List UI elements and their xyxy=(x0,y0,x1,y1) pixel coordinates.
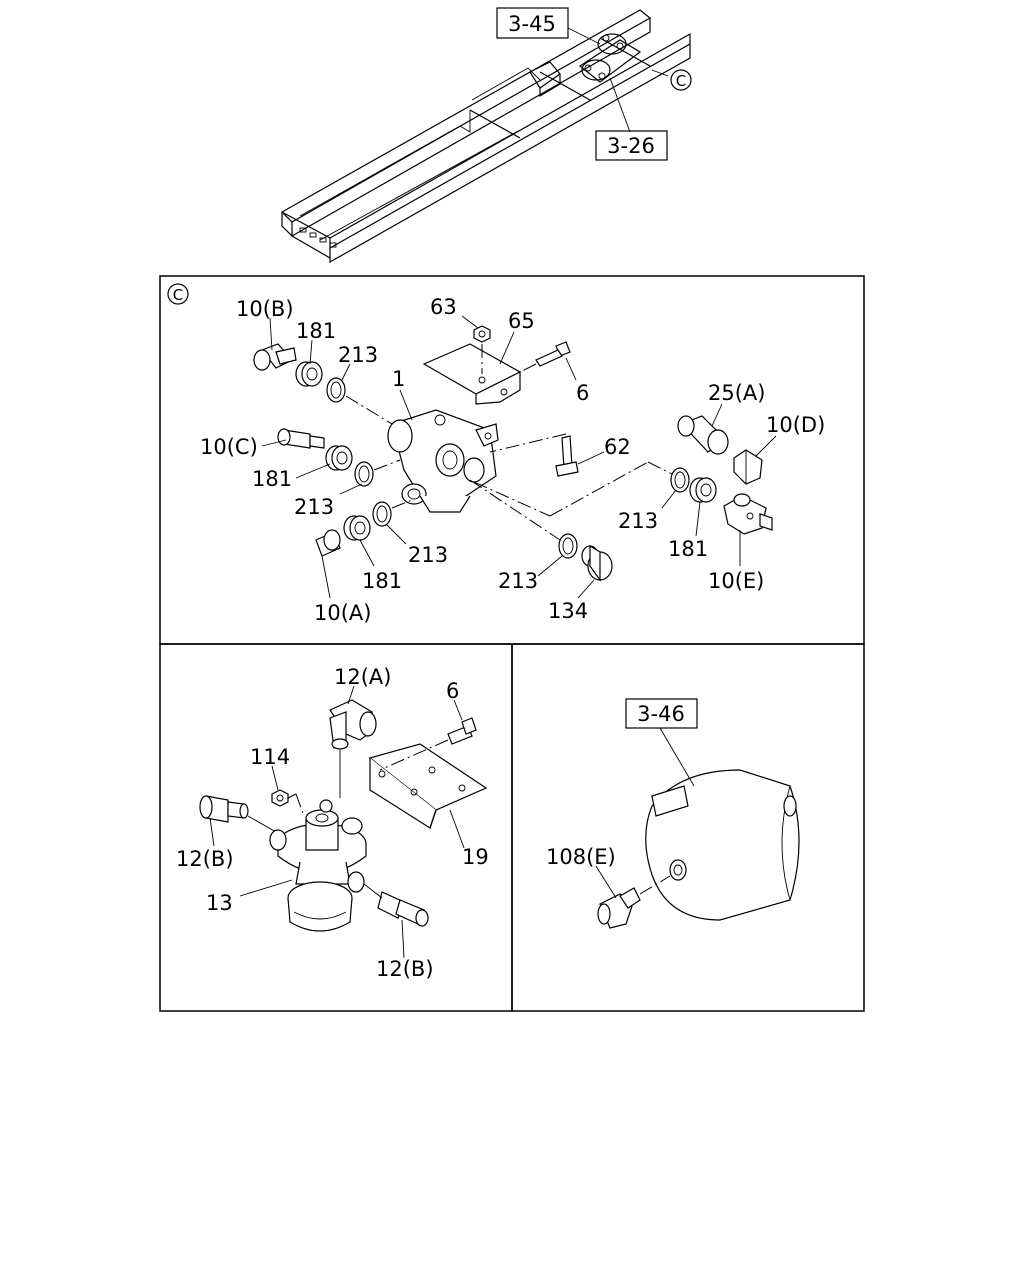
nut-114 xyxy=(271,789,305,817)
panel-c-leaders xyxy=(261,315,777,599)
gasket-213-mid xyxy=(354,459,401,487)
pressure-switch-25a xyxy=(677,415,729,455)
label-181-top: 181 xyxy=(296,319,336,343)
nut-63 xyxy=(473,325,491,374)
label-1: 1 xyxy=(392,367,405,391)
label-6-lower: 6 xyxy=(446,679,459,703)
ref-3-46-text: 3-46 xyxy=(637,702,685,726)
gasket-213-top xyxy=(326,377,393,425)
label-25a: 25(A) xyxy=(708,381,765,405)
label-10e: 10(E) xyxy=(708,569,764,593)
fitting-12b-bottom xyxy=(363,883,429,927)
elbow-108e xyxy=(597,875,671,929)
washer-181-right xyxy=(689,477,717,503)
panel-c-marker: C xyxy=(167,283,189,305)
washer-181-top xyxy=(295,361,323,387)
label-12b-top: 12(B) xyxy=(176,847,234,871)
label-213-bottom: 213 xyxy=(498,569,538,593)
fitting-10c xyxy=(277,428,325,449)
panel-right-leaders xyxy=(595,727,695,899)
label-19: 19 xyxy=(462,845,489,869)
label-10c: 10(C) xyxy=(200,435,258,459)
tee-fitting-10e xyxy=(723,493,773,535)
label-181-right: 181 xyxy=(668,537,708,561)
label-134: 134 xyxy=(548,599,588,623)
label-181-low: 181 xyxy=(362,569,402,593)
label-12a: 12(A) xyxy=(334,665,391,689)
view-marker-text: C xyxy=(676,72,686,90)
fitting-10b xyxy=(253,343,297,371)
gasket-213-right xyxy=(670,467,690,493)
label-114: 114 xyxy=(250,745,290,769)
fitting-10d xyxy=(733,449,763,485)
air-tank xyxy=(645,769,800,921)
elbow-12a xyxy=(329,699,377,798)
gasket-213-bottom xyxy=(469,479,578,559)
ref-box-3-46[interactable]: 3-46 xyxy=(625,698,698,729)
panel-c-marker-text: C xyxy=(173,286,183,304)
fitting-10a xyxy=(315,529,341,557)
ref-box-3-26[interactable]: 3-26 xyxy=(595,130,668,161)
label-181-mid: 181 xyxy=(252,467,292,491)
bracket-65 xyxy=(422,343,522,405)
gasket-213-low xyxy=(372,499,413,527)
panel-left-leaders xyxy=(209,685,465,959)
ref-3-26-text: 3-26 xyxy=(607,134,655,158)
label-213-mid: 213 xyxy=(294,495,334,519)
bolt-6-lower xyxy=(379,717,477,771)
ref-box-3-45[interactable]: 3-45 xyxy=(496,7,569,39)
label-10b: 10(B) xyxy=(236,297,294,321)
chassis-frame-drawing xyxy=(281,9,691,264)
label-10d: 10(D) xyxy=(766,413,825,437)
plug-134 xyxy=(581,544,613,582)
label-213-low: 213 xyxy=(408,543,448,567)
label-10a: 10(A) xyxy=(314,601,371,625)
valve-13 xyxy=(269,799,367,932)
washer-181-low xyxy=(343,515,371,541)
label-13: 13 xyxy=(206,891,233,915)
bolt-6-panel-c xyxy=(519,341,571,373)
bolt-62 xyxy=(489,433,579,477)
relay-valve-1 xyxy=(387,409,499,513)
label-6-panel-c: 6 xyxy=(576,381,589,405)
view-marker-overview: C xyxy=(670,69,692,91)
label-12b-bottom: 12(B) xyxy=(376,957,434,981)
label-63: 63 xyxy=(430,295,457,319)
label-108e: 108(E) xyxy=(546,845,616,869)
label-62: 62 xyxy=(604,435,631,459)
label-213-right: 213 xyxy=(618,509,658,533)
bracket-19 xyxy=(368,743,488,829)
label-65: 65 xyxy=(508,309,535,333)
ref-3-45-text: 3-45 xyxy=(508,12,556,36)
fitting-12b-top xyxy=(199,795,277,833)
label-213-top: 213 xyxy=(338,343,378,367)
washer-181-mid xyxy=(325,445,353,471)
panel-right-frame xyxy=(511,643,865,1012)
